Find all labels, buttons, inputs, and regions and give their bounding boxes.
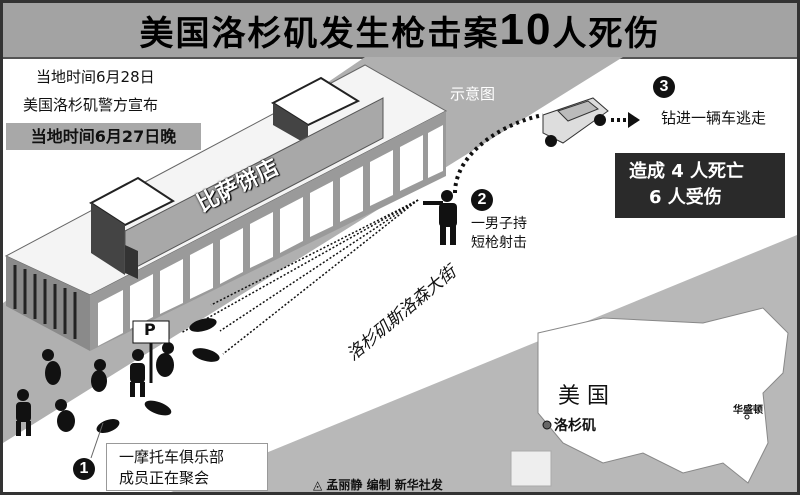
car-icon <box>542 97 609 147</box>
usa-map <box>537 307 789 484</box>
step-1-badge: 1 <box>73 458 95 480</box>
casualty-box: 造成 4 人死亡 6 人受伤 <box>615 153 785 218</box>
sidewalk <box>3 57 623 443</box>
step-2-text: 一男子持短枪射击 <box>471 216 527 251</box>
building-side <box>6 256 90 351</box>
escape-path <box>453 113 544 194</box>
map-capital: 华盛顿 <box>733 405 763 416</box>
victim-figures <box>16 318 220 436</box>
casualty-injuries: 6 人受伤 <box>649 187 722 208</box>
step-2-badge: 2 <box>471 189 493 211</box>
map-city: 洛杉矶 <box>554 418 596 434</box>
step-3-badge: 3 <box>653 76 675 98</box>
parking-sign-text: P <box>144 320 156 339</box>
map-country: 美 国 <box>558 384 609 409</box>
incident-time: 当地时间6月27日晚 <box>6 123 201 150</box>
la-dot <box>542 420 552 430</box>
xinhua-logo-icon: ◬ <box>313 478 323 492</box>
casualty-deaths: 造成 4 人死亡 <box>629 161 745 182</box>
bullet-trajectories <box>180 199 419 355</box>
step-3-text: 钻进一辆车逃走 <box>661 109 767 127</box>
diagram-label: 示意图 <box>450 85 496 103</box>
intro-date: 当地时间6月28日 <box>36 68 155 86</box>
scene-illustration <box>3 57 797 492</box>
credit-line: ◬ 孟丽静 编制 新华社发 <box>313 478 443 492</box>
step-1-text: 一摩托车俱乐部成员正在聚会 <box>106 443 268 491</box>
windows <box>98 125 443 346</box>
shooter-figure <box>423 190 457 245</box>
intro-source: 美国洛杉矶警方宣布 <box>23 96 159 114</box>
